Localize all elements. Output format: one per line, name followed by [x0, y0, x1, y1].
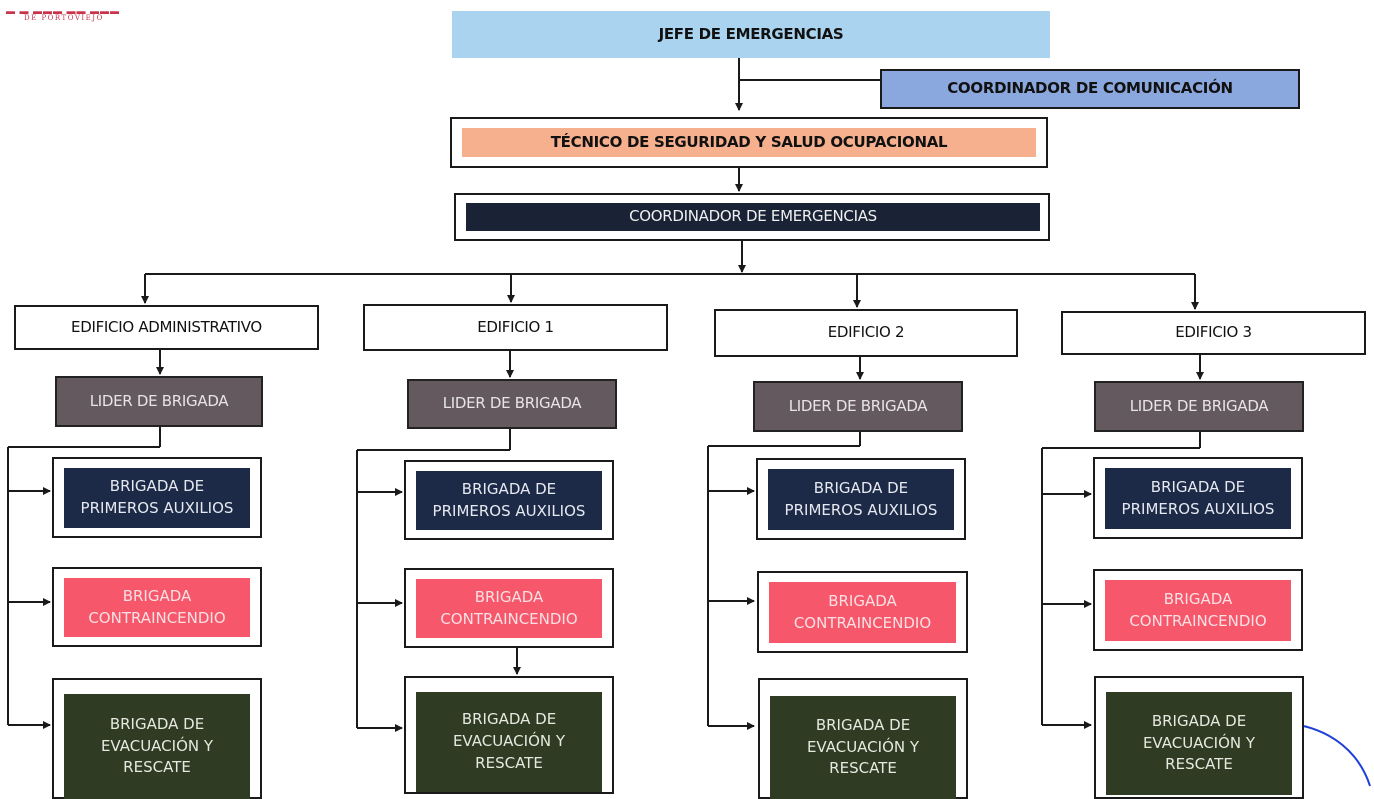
primeros-auxilios-box: BRIGADA DE PRIMEROS AUXILIOS [64, 468, 250, 528]
brigada-line: RESCATE [123, 758, 191, 777]
edificio-label: EDIFICIO 2 [827, 323, 905, 342]
lider-brigada-label: LIDER DE BRIGADA [788, 396, 928, 415]
brigada-line: BRIGADA DE [461, 710, 557, 729]
brigada-line: EVACUACIÓN Y [100, 736, 214, 755]
evacuacion-frame: BRIGADA DE EVACUACIÓN Y RESCATE [404, 676, 614, 794]
brigada-line: CONTRAINCENDIO [793, 613, 932, 632]
brigada-line: BRIGADA DE [1151, 711, 1247, 730]
primeros-auxilios-box: BRIGADA DE PRIMEROS AUXILIOS [1105, 468, 1291, 529]
brigada-line: PRIMEROS AUXILIOS [80, 499, 234, 517]
primeros-auxilios-frame: BRIGADA DE PRIMEROS AUXILIOS [756, 458, 966, 540]
brigada-line: BRIGADA DE [109, 714, 205, 733]
evacuacion-frame: BRIGADA DE EVACUACIÓN Y RESCATE [1094, 676, 1304, 799]
primeros-auxilios-box: BRIGADA DE PRIMEROS AUXILIOS [416, 471, 602, 530]
primeros-auxilios-frame: BRIGADA DE PRIMEROS AUXILIOS [1093, 457, 1303, 539]
contraincendio-frame: BRIGADA CONTRAINCENDIO [404, 568, 614, 648]
brigada-line: BRIGADA DE [815, 715, 911, 734]
primeros-auxilios-frame: BRIGADA DE PRIMEROS AUXILIOS [52, 457, 262, 538]
brigada-line: CONTRAINCENDIO [440, 609, 578, 628]
edificio-2-box: EDIFICIO 2 [714, 309, 1018, 357]
tecnico-seguridad-label: TÉCNICO DE SEGURIDAD Y SALUD OCUPACIONAL [550, 132, 948, 151]
contraincendio-frame: BRIGADA CONTRAINCENDIO [52, 567, 262, 647]
brigada-line: BRIGADA [474, 587, 544, 606]
coordinador-emergencias-label: COORDINADOR DE EMERGENCIAS [629, 207, 877, 226]
edificio-3-box: EDIFICIO 3 [1061, 311, 1366, 355]
lider-brigada-box: LIDER DE BRIGADA [407, 379, 617, 429]
tecnico-seguridad-frame: TÉCNICO DE SEGURIDAD Y SALUD OCUPACIONAL [450, 117, 1048, 168]
brigada-line: RESCATE [829, 759, 897, 778]
logo-mark: ▬ ▬ ▬▬▬ ▬▬ ▬▬▬ [6, 6, 121, 16]
edificio-label: EDIFICIO ADMINISTRATIVO [71, 317, 262, 336]
contraincendio-box: BRIGADA CONTRAINCENDIO [416, 579, 602, 638]
institution-logo: ▬ ▬ ▬▬▬ ▬▬ ▬▬▬ DE PORTOVIEJO [0, 0, 170, 26]
brigada-line: PRIMEROS AUXILIOS [784, 500, 938, 519]
evacuacion-frame: BRIGADA DE EVACUACIÓN Y RESCATE [52, 678, 262, 799]
evacuacion-box: BRIGADA DE EVACUACIÓN Y RESCATE [1106, 692, 1292, 795]
edificio-1-box: EDIFICIO 1 [363, 304, 668, 351]
brigada-line: BRIGADA [122, 586, 192, 605]
coordinador-comunicacion-label: COORDINADOR DE COMUNICACIÓN [947, 79, 1233, 98]
primeros-auxilios-frame: BRIGADA DE PRIMEROS AUXILIOS [404, 460, 614, 540]
contraincendio-box: BRIGADA CONTRAINCENDIO [769, 582, 956, 643]
brigada-line: RESCATE [475, 753, 543, 772]
jefe-emergencias-box: JEFE DE EMERGENCIAS [452, 11, 1050, 58]
brigada-line: EVACUACIÓN Y [452, 732, 566, 751]
coordinador-comunicacion-box: COORDINADOR DE COMUNICACIÓN [880, 69, 1300, 109]
lider-brigada-box: LIDER DE BRIGADA [1094, 381, 1304, 432]
edificio-label: EDIFICIO 1 [477, 317, 554, 336]
brigada-line: CONTRAINCENDIO [1129, 611, 1267, 630]
lider-brigada-label: LIDER DE BRIGADA [1129, 396, 1269, 415]
brigada-line: PRIMEROS AUXILIOS [432, 501, 586, 520]
coordinador-emergencias-frame: COORDINADOR DE EMERGENCIAS [454, 193, 1050, 241]
contraincendio-box: BRIGADA CONTRAINCENDIO [1105, 580, 1291, 641]
tecnico-seguridad-box: TÉCNICO DE SEGURIDAD Y SALUD OCUPACIONAL [462, 128, 1036, 157]
lider-brigada-box: LIDER DE BRIGADA [55, 376, 263, 427]
brigada-line: CONTRAINCENDIO [88, 608, 226, 627]
evacuacion-box: BRIGADA DE EVACUACIÓN Y RESCATE [64, 694, 250, 799]
evacuacion-frame: BRIGADA DE EVACUACIÓN Y RESCATE [758, 678, 968, 799]
edificio-label: EDIFICIO 3 [1175, 323, 1252, 342]
contraincendio-frame: BRIGADA CONTRAINCENDIO [1093, 569, 1303, 651]
brigada-line: BRIGADA [828, 591, 897, 610]
brigada-line: BRIGADA DE [1150, 477, 1246, 496]
contraincendio-frame: BRIGADA CONTRAINCENDIO [757, 571, 968, 653]
coordinador-emergencias-box: COORDINADOR DE EMERGENCIAS [466, 203, 1040, 231]
brigada-line: BRIGADA DE [461, 479, 557, 498]
brigada-line: RESCATE [1165, 755, 1233, 774]
contraincendio-box: BRIGADA CONTRAINCENDIO [64, 578, 250, 637]
logo-subtitle: DE PORTOVIEJO [24, 14, 104, 22]
brigada-line: EVACUACIÓN Y [1142, 733, 1256, 752]
primeros-auxilios-box: BRIGADA DE PRIMEROS AUXILIOS [768, 469, 954, 530]
brigada-line: BRIGADA [1163, 589, 1233, 608]
lider-brigada-label: LIDER DE BRIGADA [89, 391, 229, 410]
lider-brigada-label: LIDER DE BRIGADA [442, 394, 582, 413]
evacuacion-box: BRIGADA DE EVACUACIÓN Y RESCATE [770, 696, 956, 799]
jefe-emergencias-label: JEFE DE EMERGENCIAS [658, 24, 844, 43]
brigada-line: BRIGADA DE [813, 478, 909, 497]
brigada-line: BRIGADA DE [109, 477, 205, 496]
lider-brigada-box: LIDER DE BRIGADA [753, 381, 963, 432]
brigada-line: EVACUACIÓN Y [806, 737, 920, 756]
evacuacion-box: BRIGADA DE EVACUACIÓN Y RESCATE [416, 692, 602, 792]
brigada-line: PRIMEROS AUXILIOS [1121, 499, 1275, 518]
edificio-administrativo-box: EDIFICIO ADMINISTRATIVO [14, 305, 319, 350]
